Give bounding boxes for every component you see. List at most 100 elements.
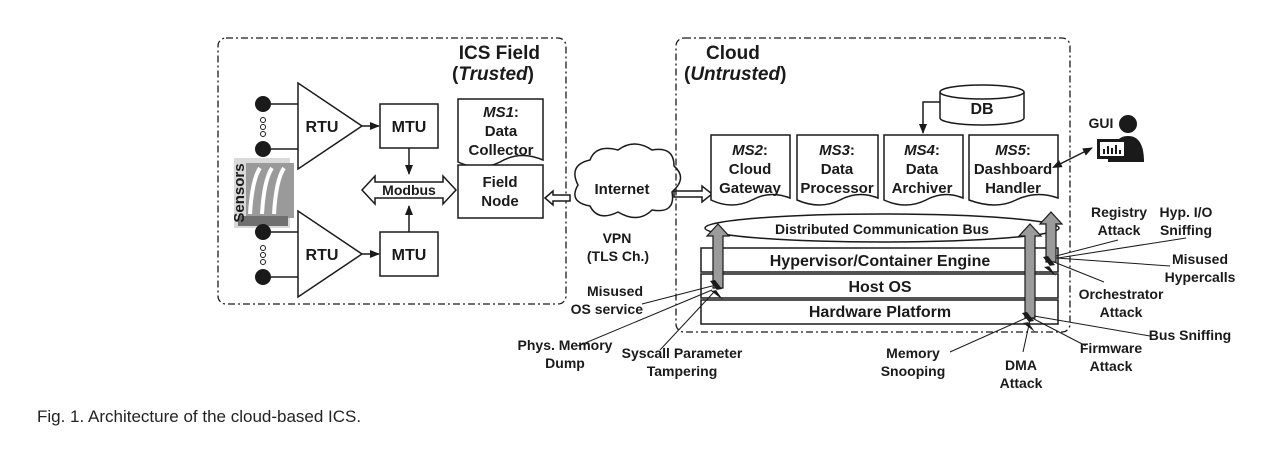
pointer-hyp-io-sniffing (1057, 237, 1187, 259)
communication-bus-label: Distributed Communication Bus (775, 221, 989, 237)
rtu-top (297, 81, 364, 171)
pointer-syscall-tampering (659, 291, 715, 351)
ms1-id: MS1: (483, 104, 519, 121)
memory-snooping-line2: Snooping (881, 363, 946, 379)
ics-field-subtitle: (Trusted) (452, 64, 534, 85)
misused-hypercalls-line1: Misused (1172, 251, 1228, 267)
field-internet-link (543, 189, 571, 207)
lightning-icon (1043, 256, 1056, 276)
modbus-label: Modbus (382, 182, 436, 198)
gui-link (1051, 147, 1093, 169)
db-cylinder (939, 84, 1025, 126)
orchestrator-attack-line1: Orchestrator (1079, 286, 1164, 302)
ms5-id: MS5: (995, 142, 1031, 159)
ms2-line1: Cloud (729, 161, 772, 178)
sensor-dot (255, 224, 271, 240)
pointer-firmware-attack (1031, 317, 1087, 347)
hyp-io-sniffing-line1: Hyp. I/O (1160, 204, 1213, 220)
sensor-dot (255, 96, 271, 112)
mtu-bottom (379, 231, 439, 277)
hyp-io-sniffing-line2: Sniffing (1160, 222, 1212, 238)
ms3-data-processor (796, 134, 879, 206)
ics-field-region (217, 37, 567, 305)
sensors-icon (234, 158, 294, 228)
field-node-line2: Node (481, 193, 519, 210)
memory-snooping-line1: Memory (886, 345, 940, 361)
pointer-misused-hypercalls (1055, 257, 1171, 267)
pointer-phys-memory-dump (577, 289, 713, 347)
pointer-bus-sniffing (1033, 315, 1151, 337)
rtu-bottom (297, 209, 364, 299)
host-os-label: Host OS (848, 279, 911, 296)
host-os-layer (700, 273, 1059, 299)
lightning-icon (710, 280, 723, 300)
ms5-line1: Dashboard (974, 161, 1052, 178)
syscall-tampering-line1: Syscall Parameter (622, 345, 743, 361)
misused-hypercalls-line2: Hypercalls (1165, 269, 1236, 285)
modbus-arrow (360, 174, 458, 206)
ics-field-title: ICS Field (459, 43, 540, 64)
monitor-icon (1097, 139, 1127, 162)
pointer-registry-attack (1055, 239, 1119, 257)
field-node-line1: Field (482, 174, 517, 191)
ms2-id: MS2: (732, 142, 768, 159)
mtu-bottom-label: MTU (392, 247, 427, 264)
hardware-platform-label: Hardware Platform (809, 304, 951, 321)
ms2-line2: Gateway (719, 180, 781, 197)
hardware-platform-layer (700, 299, 1059, 325)
ms1-line1: Data (485, 123, 518, 140)
misused-os-service-line2: OS service (571, 301, 644, 317)
registry-attack-line1: Registry (1091, 204, 1147, 220)
db-label: DB (970, 101, 993, 118)
internet-gateway-link (673, 184, 714, 204)
ms3-id: MS3: (819, 142, 855, 159)
hypervisor-label: Hypervisor/Container Engine (770, 253, 991, 270)
phys-memory-dump-line2: Dump (545, 355, 585, 371)
dma-attack-line2: Attack (1000, 375, 1043, 391)
bus-sniffing-label: Bus Sniffing (1149, 327, 1231, 343)
communication-bus (704, 213, 1060, 243)
sensor-ellipsis (260, 245, 266, 251)
ms4-line2: Archiver (892, 180, 953, 197)
internet-label: Internet (594, 181, 649, 198)
cloud-title: Cloud (706, 43, 760, 64)
pointer-dma-attack (1022, 319, 1031, 353)
sensor-dot (255, 141, 271, 157)
registry-attack-line2: Attack (1098, 222, 1141, 238)
orchestrator-attack-line2: Attack (1100, 304, 1143, 320)
sensors-label: Sensors (231, 163, 248, 222)
firmware-attack-line1: Firmware (1080, 340, 1142, 356)
sensor-dot (255, 269, 271, 285)
ms4-id: MS4: (904, 142, 940, 159)
figure-caption: Fig. 1. Architecture of the cloud-based … (37, 407, 362, 426)
ms5-line2: Handler (985, 180, 1041, 197)
tls-channel-label: (TLS Ch.) (587, 248, 649, 264)
cloud-region (675, 37, 1071, 333)
hypervisor-layer (700, 247, 1059, 273)
pointer-misused-os-service (641, 285, 713, 305)
internet-cloud (574, 143, 682, 219)
ms4-line1: Data (906, 161, 939, 178)
ms2-cloud-gateway (710, 134, 791, 206)
lightning-icon (1022, 312, 1035, 332)
cloud-subtitle: (Untrusted) (684, 64, 786, 85)
syscall-tampering-line2: Tampering (647, 363, 718, 379)
vpn-label: VPN (603, 230, 632, 246)
attack-arrow-hardware (1017, 223, 1043, 319)
phys-memory-dump-line1: Phys. Memory (518, 337, 613, 353)
firmware-attack-line2: Attack (1090, 358, 1133, 374)
db-ms4-arrow (919, 101, 940, 134)
ms3-line1: Data (821, 161, 854, 178)
field-node (457, 164, 544, 219)
rtu-top-label: RTU (306, 119, 339, 136)
misused-os-service-line1: Misused (587, 283, 643, 299)
mtu-top-label: MTU (392, 119, 427, 136)
gui-label: GUI (1089, 115, 1114, 131)
pointer-orchestrator-attack (1053, 261, 1105, 283)
ms4-data-archiver (883, 134, 964, 206)
sensor-ellipsis (260, 117, 266, 123)
pointer-memory-snooping (949, 317, 1027, 353)
ms3-line2: Processor (800, 180, 874, 197)
dma-attack-line1: DMA (1005, 357, 1037, 373)
